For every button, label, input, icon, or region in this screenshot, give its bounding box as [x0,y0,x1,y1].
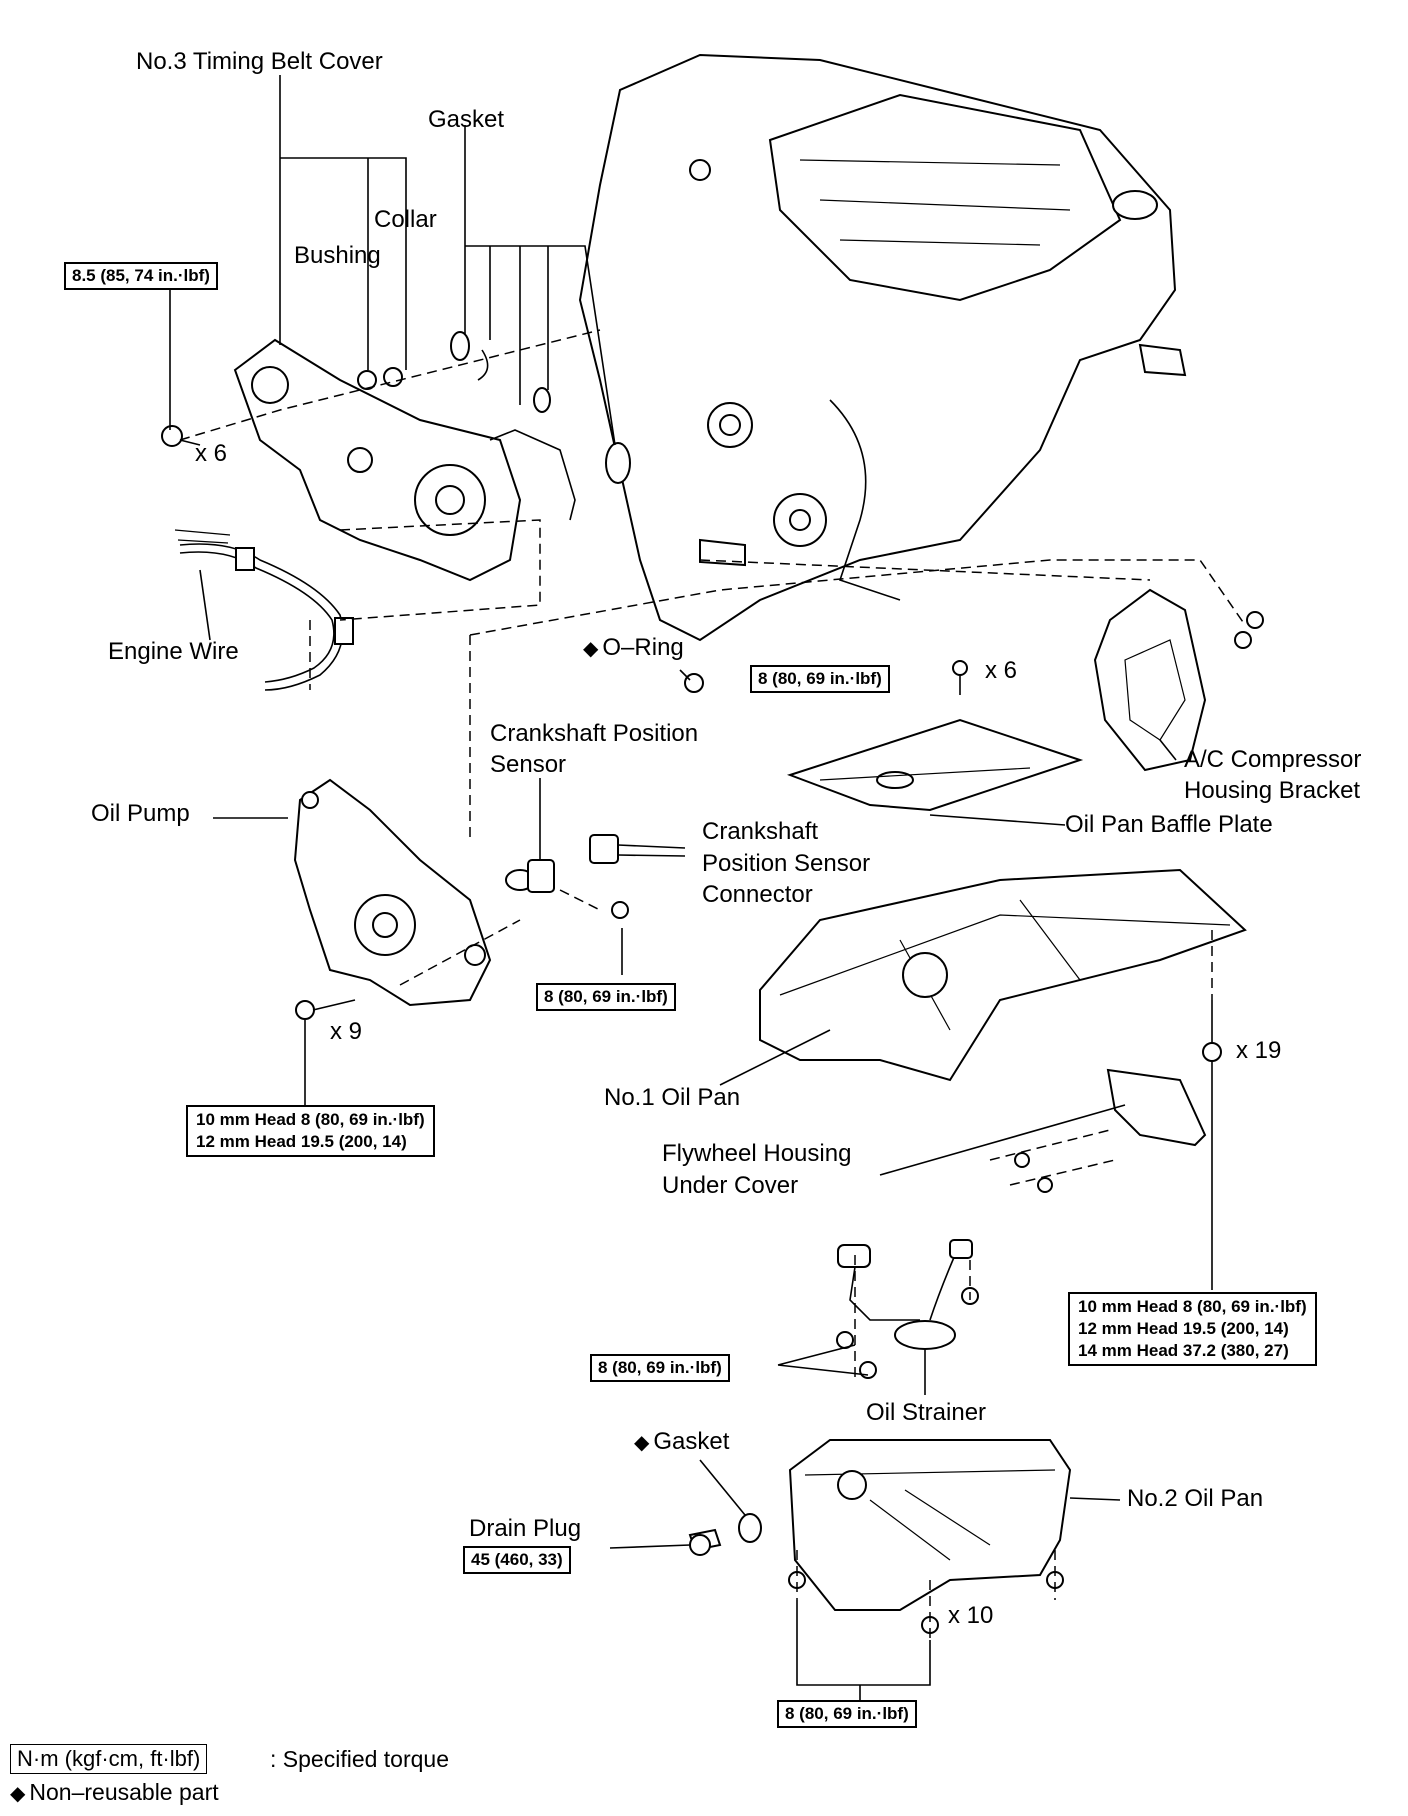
legend-unit-box: N·m (kgf·cm, ft·lbf) [10,1744,208,1774]
label-oil-strainer: Oil Strainer [866,1399,987,1426]
crankshaft-position-sensor [505,859,555,893]
label-oil-pump: Oil Pump [91,800,190,827]
sensor-bolt [611,901,629,919]
timing-belt-cover [233,338,522,582]
torque-oil-pan-1: 10 mm Head 8 (80, 69 in.·lbf) 12 mm Head… [1068,1292,1317,1366]
engine-block [578,53,1187,642]
torque-pan-line2: 12 mm Head 19.5 (200, 14) [1078,1319,1289,1338]
torque-o-ring-bolts: 8 (80, 69 in.·lbf) [750,665,890,693]
pan1-bolt [1202,1000,1222,1062]
label-flywheel-2: Under Cover [662,1172,799,1199]
flywheel-housing-under-cover [1014,1068,1207,1193]
drain-gasket [738,1513,762,1543]
leader-lines [169,75,1213,1700]
label-ac-2: Housing Bracket [1184,777,1361,804]
legend-nonreusable-text: Non–reusable part [29,1779,219,1805]
oil-strainer [836,1239,979,1379]
no1-oil-pan [759,868,1247,1082]
legend-nonreusable: ◆Non–reusable part [10,1778,219,1808]
torque-pan-line3: 14 mm Head 37.2 (380, 27) [1078,1341,1289,1360]
label-x19: x 19 [1236,1037,1282,1064]
small-parts-top [357,331,631,521]
label-x6-right: x 6 [985,657,1018,684]
bolt-o-ring-area [952,660,968,695]
torque-no2-pan: 8 (80, 69 in.·lbf) [777,1700,917,1728]
label-crank-conn-1: Crankshaft [702,818,819,845]
non-reusable-marker: ◆ [583,638,599,660]
o-ring-text: O–Ring [602,634,684,661]
label-crank-conn-2: Position Sensor [702,850,871,877]
torque-oil-pump: 10 mm Head 8 (80, 69 in.·lbf) 12 mm Head… [186,1105,435,1157]
legend-diamond: ◆ [10,1783,26,1805]
engine-wire-harness [174,529,354,691]
label-drain-plug: Drain Plug [469,1515,582,1542]
label-no2-oil-pan: No.2 Oil Pan [1127,1485,1264,1512]
torque-drain-plug: 45 (460, 33) [463,1546,571,1574]
label-o-ring: ◆O–Ring [583,634,684,663]
no2-oil-pan [788,1439,1072,1634]
gasket-bottom-text: Gasket [653,1428,730,1455]
label-crank-sensor-1: Crankshaft Position [490,720,699,747]
label-gasket-bottom: ◆Gasket [634,1428,729,1457]
legend-unit-text: : Specified torque [270,1746,450,1772]
label-collar: Collar [374,206,437,233]
torque-timing-cover: 8.5 (85, 74 in.·lbf) [64,262,218,290]
label-timing-belt-cover: No.3 Timing Belt Cover [136,48,383,75]
oil-pan-baffle-plate [786,718,1084,812]
torque-oil-pump-line2: 12 mm Head 19.5 (200, 14) [196,1132,407,1151]
label-crank-conn-3: Connector [702,881,813,908]
oil-pump-bolt [295,999,356,1020]
ac-compressor-bracket [1093,588,1264,772]
label-gasket-top: Gasket [428,106,505,133]
label-oil-pan-1: No.1 Oil Pan [604,1084,741,1111]
label-x6-left: x 6 [195,440,228,467]
label-engine-wire: Engine Wire [108,638,239,665]
label-x9: x 9 [330,1018,363,1045]
torque-strainer: 8 (80, 69 in.·lbf) [590,1354,730,1382]
label-flywheel-1: Flywheel Housing [662,1140,852,1167]
label-ac-1: A/C Compressor [1184,746,1362,773]
label-x10: x 10 [948,1602,994,1629]
oil-pump [293,778,492,1007]
torque-oil-pump-line1: 10 mm Head 8 (80, 69 in.·lbf) [196,1110,425,1129]
non-reusable-marker-2: ◆ [634,1432,650,1454]
dashed-guide-lines [179,329,1246,1640]
label-baffle-plate: Oil Pan Baffle Plate [1065,811,1273,838]
label-crank-sensor-2: Sensor [490,751,567,778]
crankshaft-sensor-connector [589,834,686,864]
torque-sensor-bolt: 8 (80, 69 in.·lbf) [536,983,676,1011]
bolt-timing-cover [161,425,201,447]
torque-pan-line1: 10 mm Head 8 (80, 69 in.·lbf) [1078,1297,1307,1316]
drain-plug [688,1528,722,1556]
label-bushing: Bushing [294,242,381,269]
